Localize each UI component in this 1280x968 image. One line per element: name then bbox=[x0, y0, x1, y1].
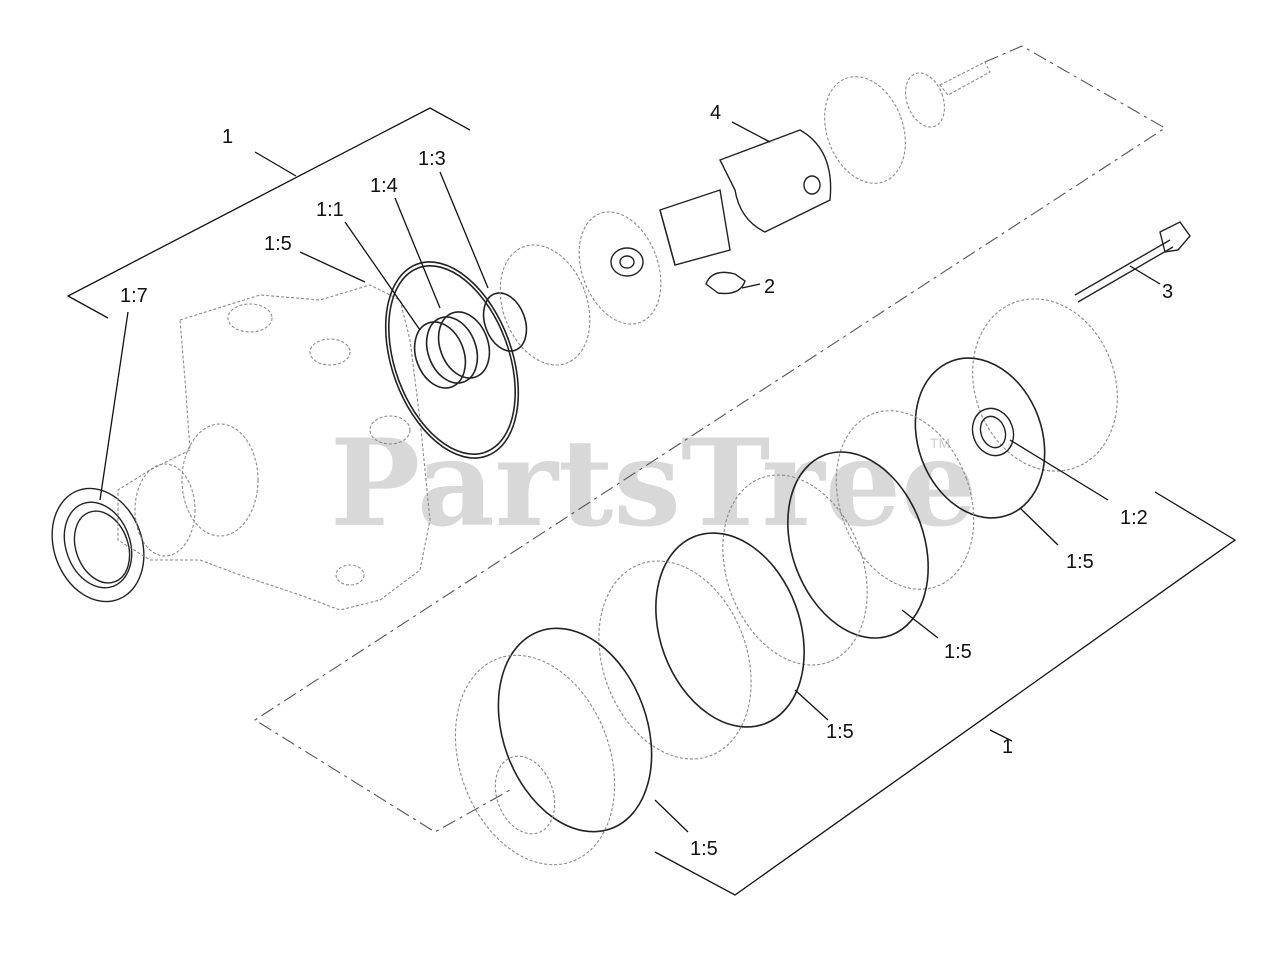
seal-part bbox=[51, 487, 145, 603]
lower-stack bbox=[454, 298, 1118, 866]
gear-set bbox=[824, 61, 991, 184]
callout-key: 2 bbox=[764, 276, 775, 298]
watermark: PartsTree TM bbox=[330, 413, 977, 554]
phantom-lines bbox=[253, 45, 1167, 833]
callout-oring-mid: 1:5 bbox=[944, 641, 972, 663]
motor-housing bbox=[117, 284, 431, 611]
ring-part bbox=[482, 292, 528, 352]
callout-ring-1-3: 1:3 bbox=[418, 148, 446, 170]
key-part bbox=[705, 271, 746, 295]
callout-oring-bottom: 1:5 bbox=[690, 838, 718, 860]
callout-shaft: 4 bbox=[710, 102, 721, 124]
callout-washer: 1:2 bbox=[1120, 507, 1148, 529]
callout-spring: 1:1 bbox=[316, 199, 344, 221]
spring-part bbox=[413, 311, 491, 389]
callout-ring-1-4: 1:4 bbox=[370, 175, 398, 197]
phantom-frame-line bbox=[253, 45, 1167, 833]
callout-seal: 1:7 bbox=[120, 285, 148, 307]
callouts: 1 1 1:7 1:5 1:1 1:4 1:3 4 2 3 1:2 1:5 1:… bbox=[120, 102, 1173, 860]
watermark-trademark: TM bbox=[930, 435, 950, 451]
bolt-part bbox=[1074, 221, 1191, 303]
oring-upper-part bbox=[384, 261, 520, 459]
callout-oring-lower: 1:5 bbox=[826, 721, 854, 743]
callout-oring-upper: 1:5 bbox=[264, 233, 292, 255]
bearing-assembly bbox=[499, 211, 662, 366]
watermark-brand: PartsTree bbox=[330, 413, 977, 554]
shaft-part bbox=[659, 129, 832, 266]
callout-oring-right: 1:5 bbox=[1066, 551, 1094, 573]
callout-bottom-assembly: 1 bbox=[1002, 736, 1013, 758]
callout-bolt: 3 bbox=[1162, 281, 1173, 303]
leader-lines bbox=[66, 107, 1237, 896]
callout-top-assembly: 1 bbox=[222, 126, 233, 148]
